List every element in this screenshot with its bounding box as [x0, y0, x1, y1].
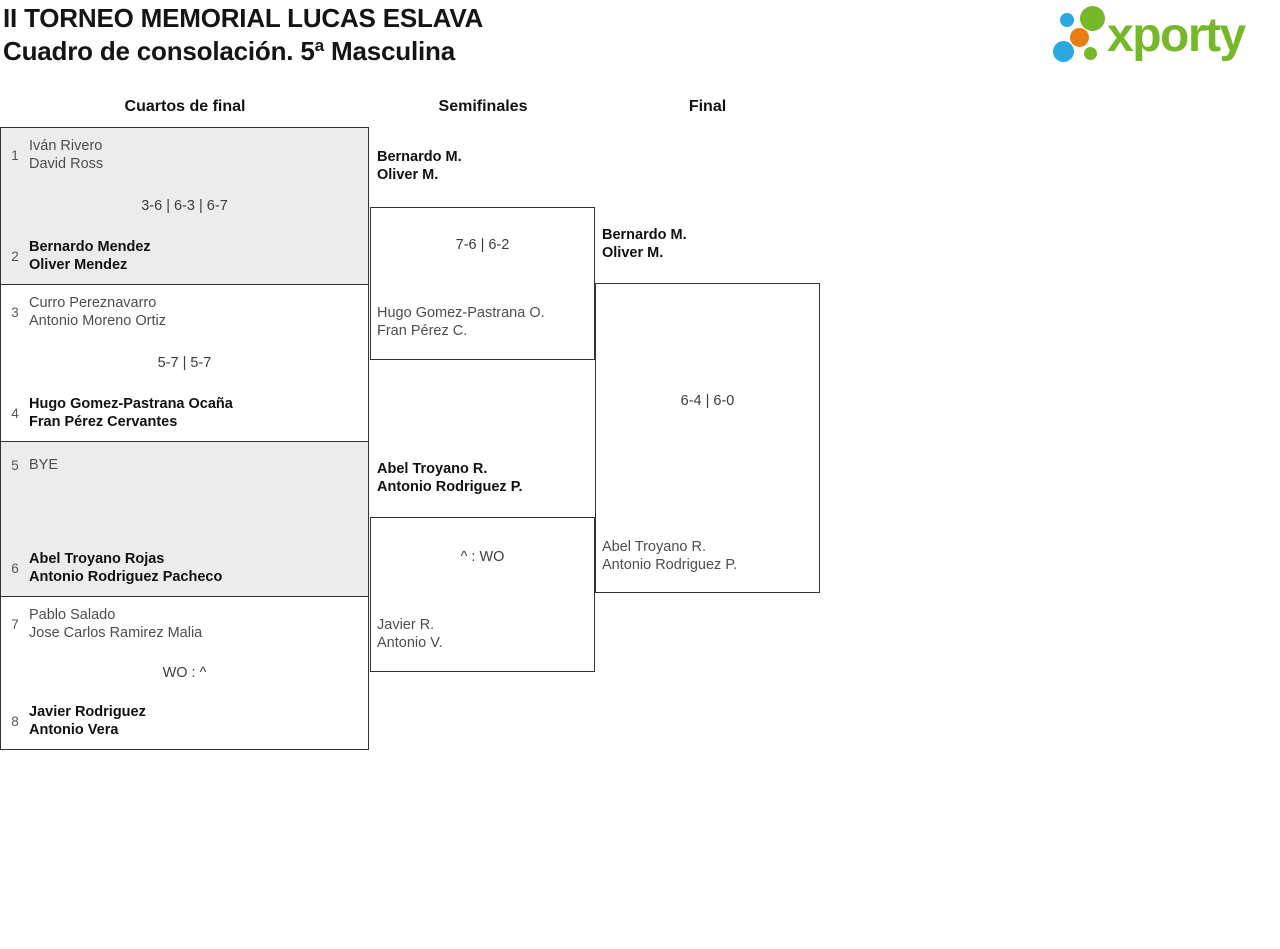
- team-names: Hugo Gomez-Pastrana Ocaña Fran Pérez Cer…: [29, 396, 233, 430]
- seed-number: 1: [11, 147, 19, 163]
- round-header-semifinales: Semifinales: [438, 98, 528, 115]
- semifinal-2-score: ^ : WO: [460, 549, 505, 565]
- team-names: Iván Rivero David Ross: [29, 138, 104, 172]
- team-row-bottom: 8 Javier Rodriguez Antonio Vera: [7, 703, 362, 739]
- team-row-top: 3 Curro Pereznavarro Antonio Moreno Orti…: [7, 294, 362, 330]
- final-box: [595, 283, 820, 593]
- match-quarterfinal-2: 3 Curro Pereznavarro Antonio Moreno Orti…: [0, 284, 369, 442]
- team-names: Bernardo Mendez Oliver Mendez: [29, 239, 151, 273]
- match-score: 3-6 | 6-3 | 6-7: [141, 198, 228, 214]
- match-quarterfinal-1: 1 Iván Rivero David Ross 3-6 | 6-3 | 6-7…: [0, 127, 369, 285]
- team-row-top: 7 Pablo Salado Jose Carlos Ramirez Malia: [7, 606, 362, 642]
- seed-number: 4: [11, 405, 19, 421]
- team-row-bottom: 4 Hugo Gomez-Pastrana Ocaña Fran Pérez C…: [7, 395, 362, 431]
- logo-dot-blue-large-icon: [1053, 41, 1074, 62]
- logo-dot-blue-small-icon: [1060, 13, 1074, 27]
- logo-wordmark: xporty: [1107, 9, 1246, 62]
- semifinal-2-team-bottom: Javier R. Antonio V.: [377, 617, 443, 651]
- team-row-top: 1 Iván Rivero David Ross: [7, 137, 362, 173]
- match-quarterfinal-4: 7 Pablo Salado Jose Carlos Ramirez Malia…: [0, 596, 369, 750]
- page-title: II TORNEO MEMORIAL LUCAS ESLAVA Cuadro d…: [3, 2, 483, 68]
- seed-number: 8: [11, 713, 19, 729]
- xporty-logo[interactable]: xporty: [1050, 0, 1280, 72]
- seed-number: 7: [11, 616, 19, 632]
- page-title-line-2: Cuadro de consolación. 5ª Masculina: [3, 36, 455, 66]
- seed-number: 6: [11, 560, 19, 576]
- seed-number: 3: [11, 304, 19, 320]
- logo-dot-orange-icon: [1070, 28, 1089, 47]
- match-score: 5-7 | 5-7: [157, 355, 212, 371]
- team-row-top: 5 BYE: [7, 456, 362, 474]
- team-names: Javier Rodriguez Antonio Vera: [29, 704, 146, 738]
- team-row-bottom: 6 Abel Troyano Rojas Antonio Rodriguez P…: [7, 550, 362, 586]
- semifinal-1-box: [370, 207, 595, 360]
- team-names: BYE: [29, 457, 59, 473]
- final-team-top: Bernardo M. Oliver M.: [602, 227, 687, 261]
- round-header-cuartos: Cuartos de final: [124, 98, 246, 115]
- team-names: Curro Pereznavarro Antonio Moreno Ortiz: [29, 295, 167, 329]
- logo-dot-green-small-icon: [1084, 47, 1097, 60]
- semifinal-1-score: 7-6 | 6-2: [455, 237, 510, 253]
- final-score: 6-4 | 6-0: [680, 393, 735, 409]
- match-quarterfinal-3: 5 BYE 6 Abel Troyano Rojas Antonio Rodri…: [0, 441, 369, 597]
- match-score: WO : ^: [162, 665, 207, 681]
- semifinal-1-team-bottom: Hugo Gomez-Pastrana O. Fran Pérez C.: [377, 305, 545, 339]
- semifinal-1-team-top: Bernardo M. Oliver M.: [377, 149, 462, 183]
- logo-dot-green-large-icon: [1080, 6, 1105, 31]
- semifinal-2-box: [370, 517, 595, 672]
- team-row-bottom: 2 Bernardo Mendez Oliver Mendez: [7, 238, 362, 274]
- semifinal-2-team-top: Abel Troyano R. Antonio Rodriguez P.: [377, 461, 523, 495]
- page-title-line-1: II TORNEO MEMORIAL LUCAS ESLAVA: [3, 3, 484, 33]
- team-names: Abel Troyano Rojas Antonio Rodriguez Pac…: [29, 551, 223, 585]
- round-header-final: Final: [688, 98, 727, 115]
- final-team-bottom: Abel Troyano R. Antonio Rodriguez P.: [602, 539, 738, 573]
- seed-number: 5: [11, 457, 19, 473]
- team-names: Pablo Salado Jose Carlos Ramirez Malia: [29, 607, 203, 641]
- seed-number: 2: [11, 248, 19, 264]
